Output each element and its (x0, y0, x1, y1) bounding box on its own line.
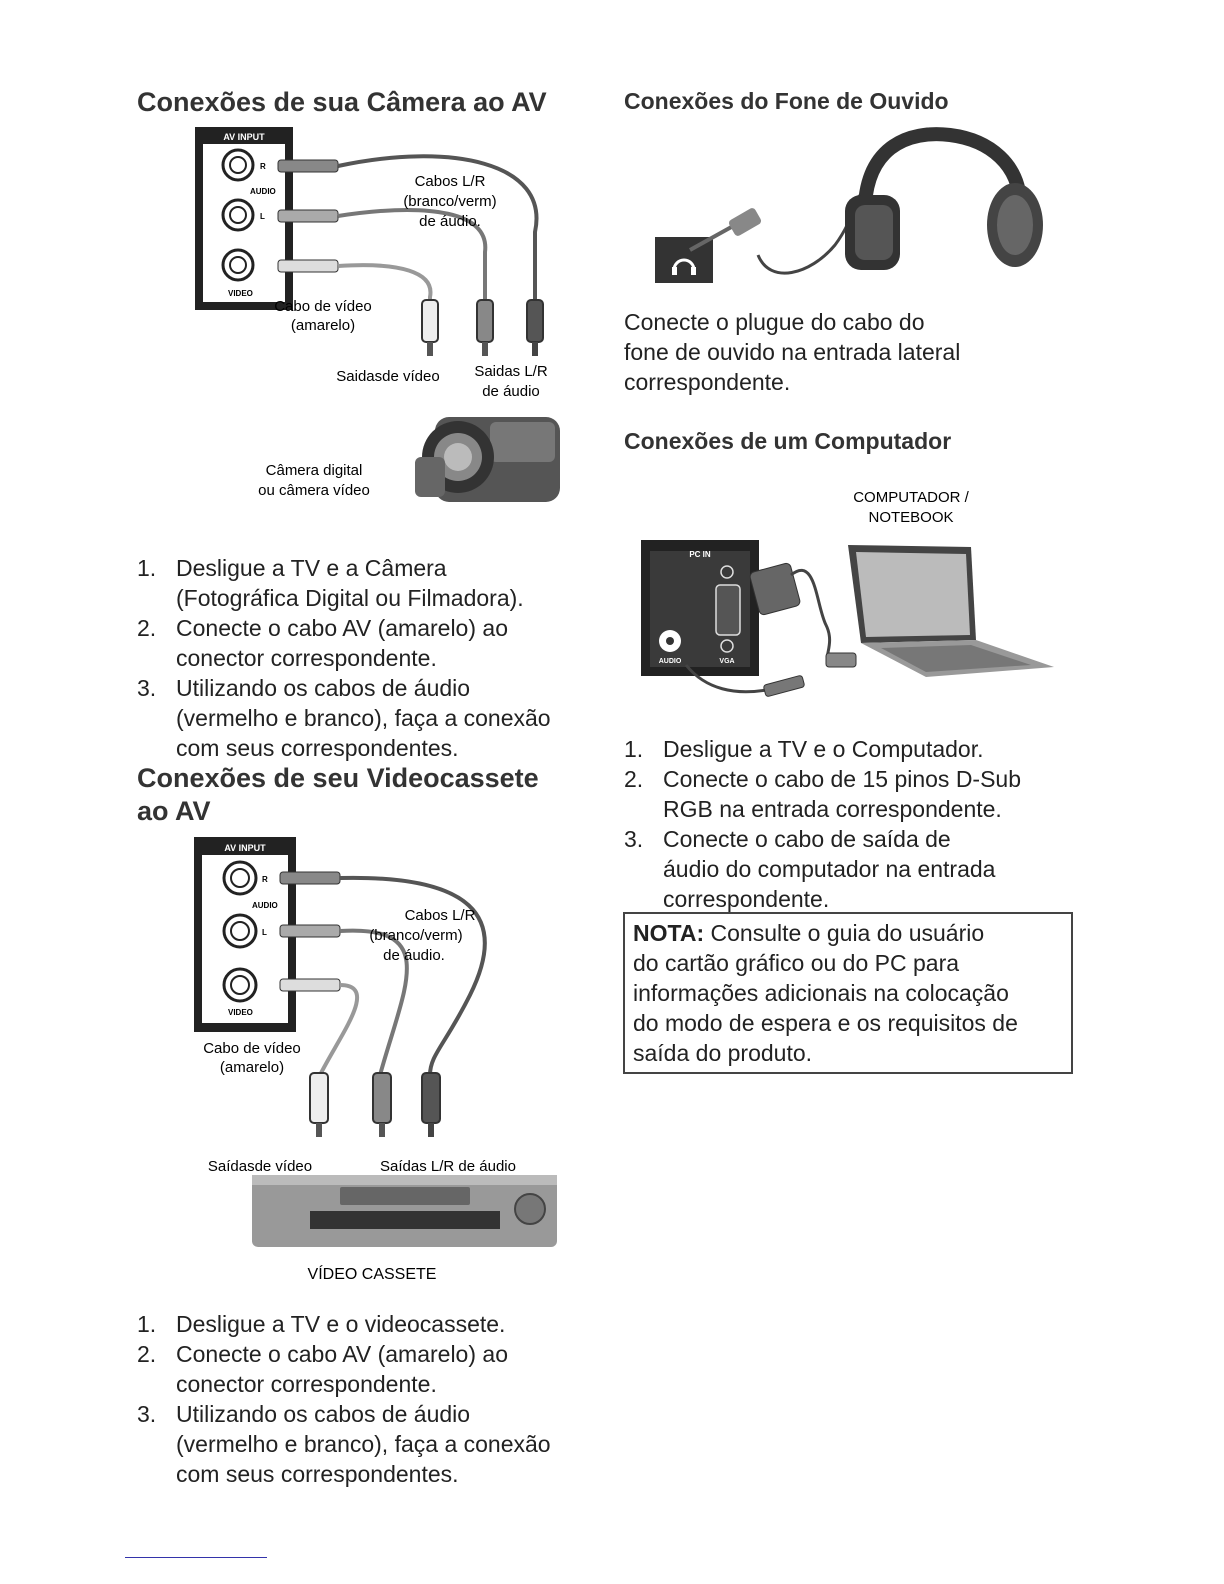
camera-connection-figure: AV INPUT R AUDIO L VIDEO (190, 122, 590, 512)
audio-l-jack (221, 198, 255, 232)
pc-in-label: PC IN (689, 550, 711, 559)
l-label: L (260, 212, 265, 221)
audio-label: AUDIO (252, 901, 278, 910)
headphone-section-title: Conexões do Fone de Ouvido (624, 88, 949, 114)
list-item: 1.Desligue a TV e o Computador. (624, 736, 984, 762)
video-cable-label-line2: (amarelo) (291, 317, 355, 334)
video-cable-label-line2: (amarelo) (220, 1059, 284, 1076)
computer-figure: COMPUTADOR / NOTEBOOK PC IN AUDIO VGA (636, 485, 1066, 715)
video-cable (318, 983, 360, 1076)
footer-rule (125, 1557, 267, 1558)
video-jack (222, 967, 258, 1003)
video-jack (221, 248, 255, 282)
audio-port-label: AUDIO (659, 658, 682, 665)
cables-label-line2: (branco/verm) (369, 927, 462, 944)
list-item: 3.Utilizando os cabos de áudio(vermelho … (137, 675, 551, 761)
vga-port (715, 584, 741, 636)
av-panel-title: AV INPUT (224, 843, 266, 853)
vcr-steps-list: 1.Desligue a TV e o videocassete. 2.Cone… (137, 1309, 597, 1489)
note-label: NOTA: (633, 920, 705, 946)
audio-l-jack (222, 913, 258, 949)
laptop-image (848, 545, 1054, 677)
vcr-image (252, 1175, 557, 1247)
vcr-connection-figure: AV INPUT R AUDIO L VIDEO Cabos L/R ( (190, 835, 590, 1290)
cables-label-line1: Cabos L/R (405, 907, 476, 924)
audio-r-cable (337, 154, 539, 302)
camera-label-line2: ou câmera vídeo (258, 482, 370, 499)
computer-label-line2: NOTEBOOK (868, 509, 953, 526)
audio-out-label: Saídas L/R de áudio (380, 1158, 516, 1175)
computer-section-title: Conexões de um Computador (624, 428, 952, 454)
video-label: VIDEO (228, 1008, 253, 1017)
r-label: R (260, 162, 266, 171)
headphone-instructions: Conecte o plugue do cabo do fone de ouvi… (624, 309, 961, 395)
cables-label-line1: Cabos L/R (415, 173, 486, 190)
audio-r-jack (221, 148, 255, 182)
audio-out-label-line2: de áudio (482, 383, 540, 400)
headphone-icon (672, 258, 696, 271)
cables-label-line3: de áudio. (419, 213, 481, 230)
headphones-image (845, 127, 1043, 270)
audio-l-cable (339, 928, 409, 1076)
video-cable-label-line1: Cabo de vídeo (274, 298, 372, 315)
vcr-caption: VÍDEO CASSETE (308, 1264, 437, 1283)
computer-diagram: COMPUTADOR / NOTEBOOK PC IN AUDIO VGA (641, 489, 1054, 697)
camera-steps-list: 1.Desligue a TV e a Câmera(Fotográfica D… (137, 553, 597, 763)
video-out-label: Saidasde vídeo (336, 368, 439, 385)
av-panel-title: AV INPUT (223, 132, 265, 142)
computer-label-line1: COMPUTADOR / (853, 489, 969, 506)
list-item: 1.Desligue a TV e o videocassete. (137, 1311, 506, 1337)
camera-section-title: Conexões de sua Câmera ao AV (137, 87, 547, 117)
l-label: L (262, 928, 267, 937)
headphone-figure (650, 125, 1050, 295)
vcr-connection-diagram: AV INPUT R AUDIO L VIDEO Cabos L/R ( (194, 837, 557, 1283)
camera-connection-diagram: AV INPUT R AUDIO L VIDEO (195, 127, 560, 502)
r-label: R (262, 875, 268, 884)
vga-port-label: VGA (719, 658, 734, 665)
headphone-diagram (655, 127, 1043, 283)
video-label: VIDEO (228, 289, 253, 298)
video-out-label: Saídasde vídeo (208, 1158, 312, 1175)
camcorder-image (415, 417, 560, 502)
list-item: 3.Utilizando os cabos de áudio(vermelho … (137, 1401, 551, 1487)
audio-r-jack (222, 860, 258, 896)
audio-label: AUDIO (250, 187, 276, 196)
audio-r-cable (339, 875, 487, 1076)
video-cable (337, 263, 433, 302)
cables-label-line2: (branco/verm) (403, 193, 496, 210)
cables-label-line3: de áudio. (383, 947, 445, 964)
vga-plug (749, 562, 801, 616)
audio-l-cable (337, 208, 488, 302)
audio-out-label-line1: Saidas L/R (474, 363, 548, 380)
note-box: NOTA: Consulte o guia do usuário do cart… (623, 912, 1073, 1074)
camera-label-line1: Câmera digital (266, 462, 363, 479)
video-cable-label-line1: Cabo de vídeo (203, 1040, 301, 1057)
list-item: 1.Desligue a TV e a Câmera(Fotográfica D… (137, 555, 524, 611)
computer-steps-list: 1.Desligue a TV e o Computador. 2.Conect… (624, 734, 1084, 914)
